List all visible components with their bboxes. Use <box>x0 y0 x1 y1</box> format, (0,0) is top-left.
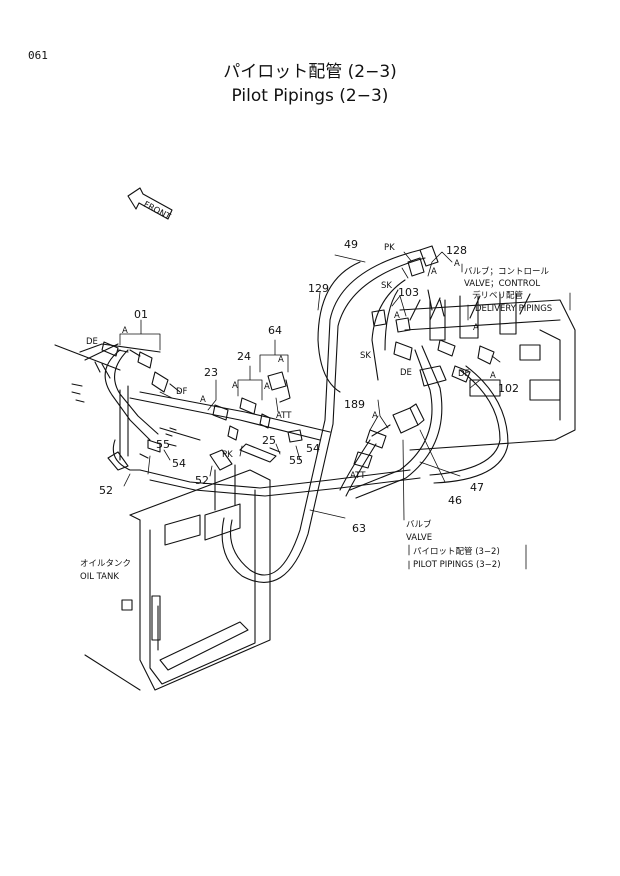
part-number: 54 <box>172 457 186 470</box>
oil-tank <box>84 385 271 691</box>
part-number: 129 <box>308 282 329 295</box>
part-number: 103 <box>398 286 419 299</box>
port-label: DF <box>458 369 470 379</box>
view-marker: A <box>372 411 378 421</box>
view-marker: A <box>122 326 128 336</box>
page-number: 061 <box>28 49 48 62</box>
port-label: PK <box>384 243 395 253</box>
view-marker: A <box>394 311 400 321</box>
view-marker: A <box>490 371 496 381</box>
part-number: 55 <box>156 438 170 451</box>
callout-control-valve-jp: バルブ；コントロール <box>464 266 550 277</box>
callout-delivery-jp: デリベリ配管 <box>472 290 523 301</box>
port-label: ATT <box>350 471 366 481</box>
part-number: 63 <box>352 522 366 535</box>
part-number: 01 <box>134 308 148 321</box>
view-marker: A <box>278 355 284 365</box>
part-number: 46 <box>448 494 462 507</box>
view-marker: A <box>473 323 479 333</box>
part-number: 54 <box>306 442 320 455</box>
part-number: 189 <box>344 398 365 411</box>
title-japanese: パイロット配管 (2−3) <box>223 62 397 82</box>
leader-lines <box>119 251 571 570</box>
callout-valve-jp: バルブ <box>406 519 432 530</box>
part-number: 24 <box>237 350 251 363</box>
view-marker: A <box>454 259 460 269</box>
view-marker: A <box>431 267 437 277</box>
part-number: 128 <box>446 244 467 257</box>
front-label: FRONT <box>142 200 173 223</box>
part-number: 52 <box>195 474 209 487</box>
part-number: 52 <box>99 484 113 497</box>
callout-control-valve-en: VALVE；CONTROL <box>464 279 540 289</box>
front-arrow: FRONT <box>127 187 173 223</box>
fittings-left <box>101 341 303 463</box>
port-label: DE <box>86 337 98 347</box>
port-label: SK <box>381 281 392 291</box>
view-marker: A <box>264 382 270 392</box>
callout-tank-jp: オイルタンク <box>80 559 131 569</box>
part-number: 49 <box>344 238 358 251</box>
hoses <box>221 249 509 583</box>
part-number: 64 <box>268 324 282 337</box>
part-number: 25 <box>262 434 276 447</box>
view-marker: A <box>200 395 206 405</box>
valve-block <box>353 403 425 469</box>
port-label: DF <box>176 387 188 397</box>
title-english: Pilot Pipings (2−3) <box>231 86 389 106</box>
part-number: 23 <box>204 366 218 379</box>
callout-delivery-en: DELIVERY PIPINGS <box>475 304 552 314</box>
port-label: ATT <box>276 411 292 421</box>
part-number: 55 <box>289 454 303 467</box>
control-valve <box>371 245 576 451</box>
callout-pilot-en: PILOT PIPINGS (3−2) <box>413 560 501 570</box>
callout-tank-en: OIL TANK <box>80 572 119 582</box>
callout-valve-en: VALVE <box>406 533 432 543</box>
part-number: 102 <box>498 382 519 395</box>
port-label: DE <box>400 368 412 378</box>
port-label: SK <box>360 351 371 361</box>
part-number: 47 <box>470 481 484 494</box>
callout-pilot-jp: パイロット配管 (3−2) <box>413 546 500 557</box>
port-label: PK <box>222 450 233 460</box>
view-marker: A <box>232 381 238 391</box>
